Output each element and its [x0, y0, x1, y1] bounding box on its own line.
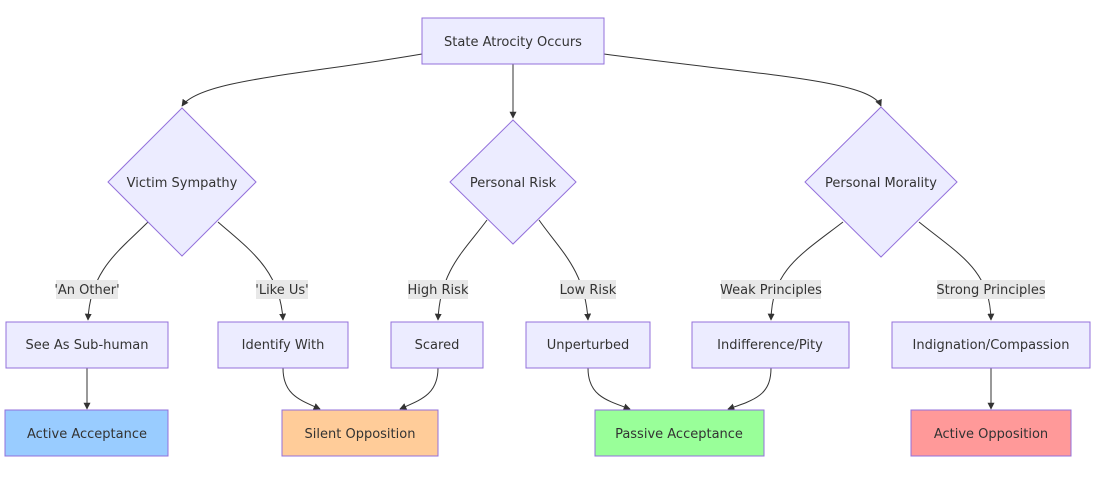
outcome-active-opposition-label: Active Opposition	[934, 427, 1048, 442]
edge-scared-to-silent-opposition	[399, 367, 439, 410]
node-unperturbed[interactable]: Unperturbed	[525, 321, 651, 369]
decision-victim-sympathy-label: Victim Sympathy	[127, 176, 238, 191]
node-state-atrocity-occurs[interactable]: State Atrocity Occurs	[421, 17, 605, 65]
outcome-silent-opposition[interactable]: Silent Opposition	[281, 409, 439, 457]
edge-label-like-us-text: 'Like Us'	[255, 283, 309, 298]
edge-personal-risk-to-unperturbed	[538, 219, 592, 321]
edge-label-high-risk-text: High Risk	[408, 283, 469, 298]
edge-personal-morality-to-indifference	[767, 221, 844, 321]
node-scared[interactable]: Scared	[390, 321, 484, 369]
edge-identify-with-to-silent-opposition	[282, 367, 321, 410]
edge-unperturbed-to-passive-acceptance	[587, 367, 631, 411]
outcome-active-acceptance[interactable]: Active Acceptance	[4, 409, 169, 457]
decision-personal-risk[interactable]: Personal Risk	[449, 119, 577, 245]
decision-personal-morality-label: Personal Morality	[825, 176, 937, 191]
node-indignation-compassion-label: Indignation/Compassion	[913, 338, 1070, 353]
edge-victim-sympathy-to-identify-with	[217, 221, 287, 321]
edge-victim-sympathy-to-see-as-subhuman	[84, 221, 149, 321]
node-identify-with-label: Identify With	[242, 338, 325, 353]
edge-label-like-us: 'Like Us'	[255, 280, 309, 299]
edge-label-weak-principles: Weak Principles	[720, 280, 822, 299]
outcome-silent-opposition-label: Silent Opposition	[305, 427, 416, 442]
edge-root-to-victim-sympathy	[181, 53, 423, 107]
outcome-active-opposition[interactable]: Active Opposition	[910, 409, 1072, 457]
decision-personal-risk-label: Personal Risk	[470, 176, 557, 191]
edge-label-high-risk: High Risk	[408, 280, 469, 299]
edge-labels: 'An Other' 'Like Us' High Risk Low Risk …	[54, 280, 1046, 299]
node-indifference-pity[interactable]: Indifference/Pity	[691, 321, 850, 369]
edge-label-low-risk: Low Risk	[560, 280, 617, 299]
nodes: State Atrocity Occurs Victim Sympathy Pe…	[4, 17, 1091, 457]
node-identify-with[interactable]: Identify With	[217, 321, 349, 369]
decision-victim-sympathy[interactable]: Victim Sympathy	[107, 107, 257, 257]
edge-label-strong-principles: Strong Principles	[936, 280, 1046, 299]
node-unperturbed-label: Unperturbed	[547, 338, 630, 353]
decision-personal-morality[interactable]: Personal Morality	[804, 106, 958, 258]
edge-label-an-other: 'An Other'	[54, 280, 120, 299]
outcome-passive-acceptance-label: Passive Acceptance	[615, 427, 743, 442]
edge-label-strong-principles-text: Strong Principles	[936, 283, 1045, 298]
node-indignation-compassion[interactable]: Indignation/Compassion	[891, 321, 1091, 369]
edge-personal-morality-to-indignation	[918, 221, 995, 321]
node-see-as-subhuman-label: See As Sub-human	[26, 338, 149, 353]
node-state-atrocity-occurs-label: State Atrocity Occurs	[444, 35, 582, 50]
outcome-active-acceptance-label: Active Acceptance	[27, 427, 147, 442]
edge-personal-risk-to-scared	[434, 219, 488, 321]
edge-label-weak-principles-text: Weak Principles	[720, 283, 822, 298]
edge-label-an-other-text: 'An Other'	[54, 283, 119, 298]
edges	[83, 53, 995, 411]
node-scared-label: Scared	[415, 338, 460, 353]
edge-indifference-to-passive-acceptance	[727, 367, 772, 411]
node-indifference-pity-label: Indifference/Pity	[717, 338, 823, 353]
edge-root-to-personal-morality	[603, 53, 882, 107]
node-see-as-subhuman[interactable]: See As Sub-human	[5, 321, 169, 369]
edge-label-low-risk-text: Low Risk	[560, 283, 617, 298]
outcome-passive-acceptance[interactable]: Passive Acceptance	[594, 409, 765, 457]
